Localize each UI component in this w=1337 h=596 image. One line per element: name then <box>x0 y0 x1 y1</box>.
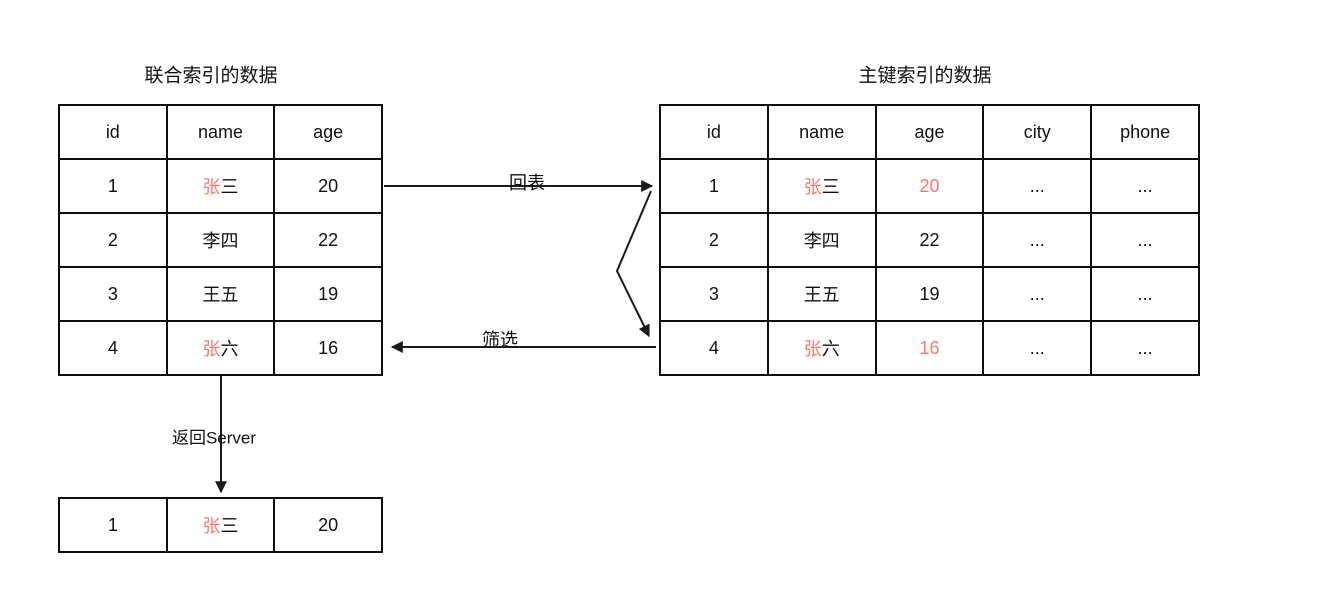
cell-name: 李四 <box>766 212 877 268</box>
primary-rows-traverse-arrow <box>615 190 652 338</box>
primary-key-index-table: id name age city phone 1 张三 20 ... ... 2… <box>659 104 1200 376</box>
name-rest: 六 <box>821 339 840 359</box>
header-id: id <box>659 104 769 160</box>
table-row: 1 张三 20 <box>58 497 383 553</box>
name-highlight: 张 <box>803 339 822 359</box>
name-rest: 王五 <box>803 285 840 305</box>
name-highlight: 张 <box>202 177 221 197</box>
composite-index-table: id name age 1 张三 20 2 李四 22 3 王五 19 4 张六… <box>58 104 383 376</box>
cell-name: 张三 <box>766 158 877 214</box>
cell-phone: ... <box>1090 212 1200 268</box>
cell-phone: ... <box>1090 320 1200 376</box>
cell-city: ... <box>982 320 1093 376</box>
server-result-table: 1 张三 20 <box>58 497 383 553</box>
cell-age: 22 <box>874 212 985 268</box>
filter-label: 筛选 <box>482 330 518 350</box>
cell-age: 16 <box>874 320 985 376</box>
cell-phone: ... <box>1090 266 1200 322</box>
table-header-row: id name age <box>58 104 383 160</box>
cell-city: ... <box>982 158 1093 214</box>
cell-id: 2 <box>58 212 168 268</box>
cell-id: 4 <box>58 320 168 376</box>
header-age: age <box>273 104 383 160</box>
table-row: 3 王五 19 ... ... <box>659 266 1200 322</box>
name-highlight: 张 <box>202 516 221 536</box>
name-rest: 六 <box>220 339 239 359</box>
name-rest: 李四 <box>803 231 840 251</box>
table-row: 1 张三 20 <box>58 158 383 214</box>
table-row: 4 张六 16 <box>58 320 383 376</box>
cell-id: 3 <box>58 266 168 322</box>
cell-age: 22 <box>273 212 383 268</box>
cell-age: 16 <box>273 320 383 376</box>
cell-name: 张六 <box>766 320 877 376</box>
name-rest: 李四 <box>202 231 239 251</box>
name-rest: 三 <box>220 177 239 197</box>
return-server-label: 返回Server <box>171 428 257 448</box>
header-name: name <box>766 104 877 160</box>
name-rest: 王五 <box>202 285 239 305</box>
cell-name: 李四 <box>165 212 276 268</box>
age-highlight: 20 <box>919 175 940 196</box>
cell-age: 19 <box>874 266 985 322</box>
table-header-row: id name age city phone <box>659 104 1200 160</box>
cell-name: 王五 <box>165 266 276 322</box>
cell-id: 3 <box>659 266 769 322</box>
name-rest: 三 <box>821 177 840 197</box>
cell-age: 20 <box>273 497 383 553</box>
cell-name: 张六 <box>165 320 276 376</box>
cell-name: 张三 <box>165 158 276 214</box>
cell-id: 1 <box>659 158 769 214</box>
cell-id: 2 <box>659 212 769 268</box>
name-highlight: 张 <box>202 339 221 359</box>
table-row: 4 张六 16 ... ... <box>659 320 1200 376</box>
cell-name: 张三 <box>165 497 276 553</box>
name-rest: 三 <box>220 516 239 536</box>
back-to-table-label: 回表 <box>509 173 545 193</box>
age-highlight: 16 <box>919 337 940 358</box>
header-name: name <box>165 104 276 160</box>
cell-age: 19 <box>273 266 383 322</box>
table-row: 2 李四 22 ... ... <box>659 212 1200 268</box>
table-row: 2 李四 22 <box>58 212 383 268</box>
right-table-title: 主键索引的数据 <box>858 65 992 87</box>
header-age: age <box>874 104 985 160</box>
cell-id: 4 <box>659 320 769 376</box>
cell-id: 1 <box>58 497 168 553</box>
left-table-title: 联合索引的数据 <box>144 65 278 87</box>
cell-age: 20 <box>874 158 985 214</box>
header-phone: phone <box>1090 104 1200 160</box>
header-city: city <box>982 104 1093 160</box>
cell-id: 1 <box>58 158 168 214</box>
cell-name: 王五 <box>766 266 877 322</box>
header-id: id <box>58 104 168 160</box>
cell-city: ... <box>982 266 1093 322</box>
cell-phone: ... <box>1090 158 1200 214</box>
name-highlight: 张 <box>803 177 822 197</box>
table-row: 3 王五 19 <box>58 266 383 322</box>
cell-age: 20 <box>273 158 383 214</box>
table-row: 1 张三 20 ... ... <box>659 158 1200 214</box>
cell-city: ... <box>982 212 1093 268</box>
